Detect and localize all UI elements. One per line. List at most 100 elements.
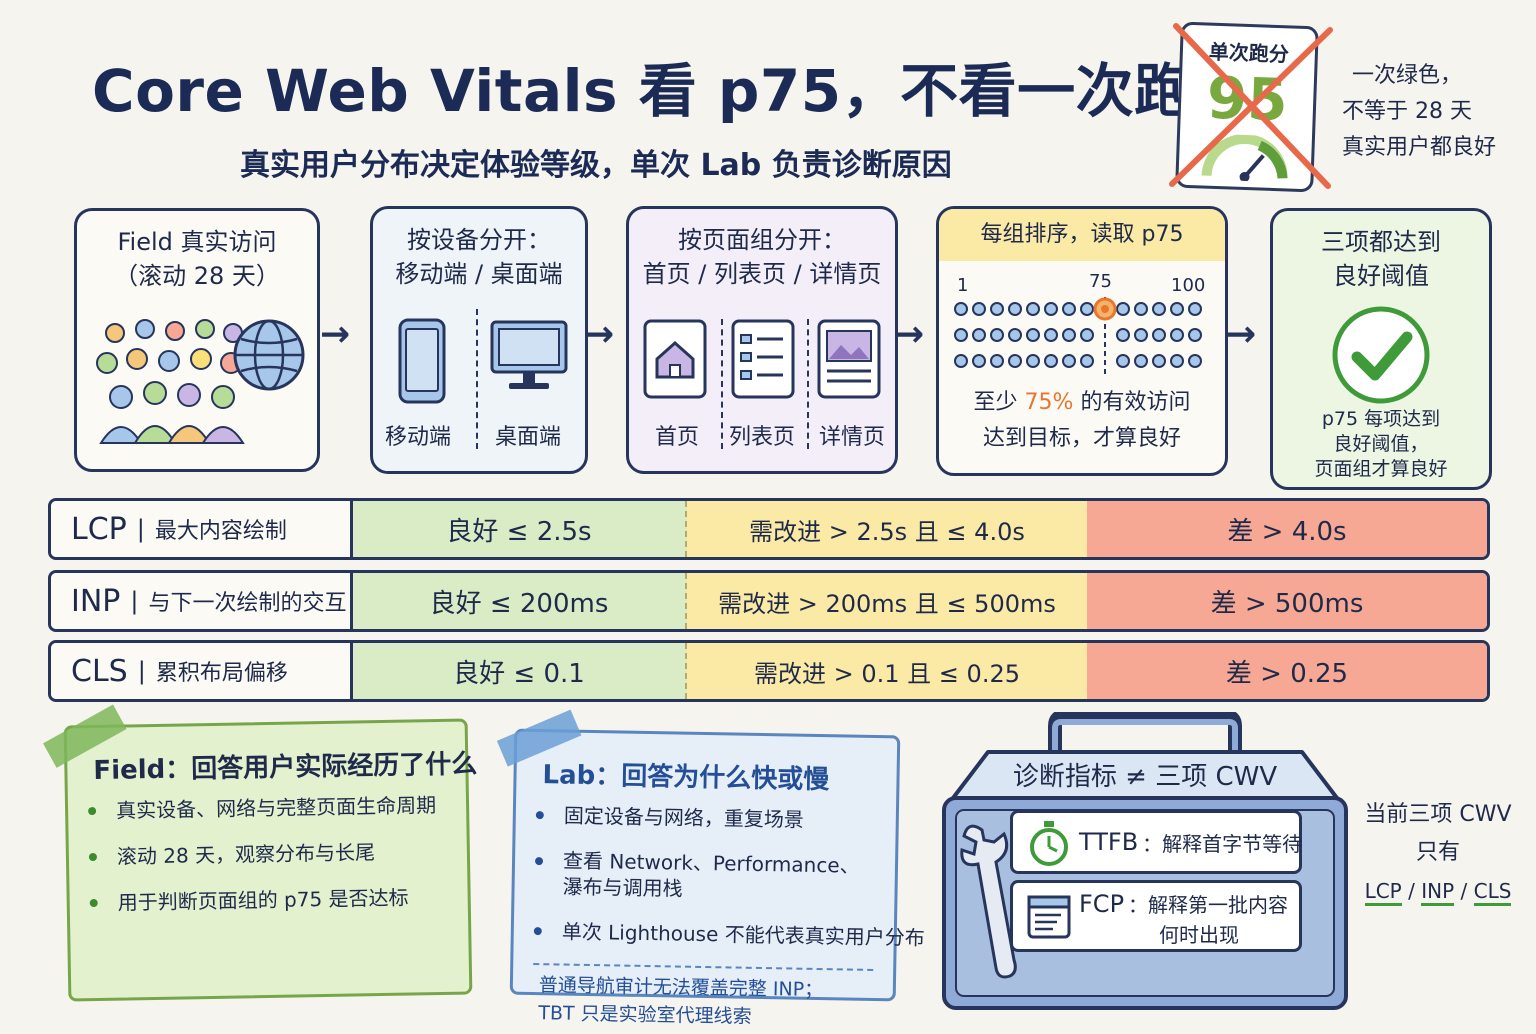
distribution-dot <box>954 302 968 316</box>
distribution-dot <box>1134 354 1148 368</box>
distribution-dot <box>1188 302 1202 316</box>
distribution-dot <box>1188 328 1202 342</box>
p75-description: 至少 75% 的有效访问 达到目标，才算良好 <box>973 390 1191 451</box>
list-item: 真实设备、网络与完整页面生命周期 <box>102 791 466 825</box>
cwv-list: LCP / INP / CLS <box>1360 872 1516 910</box>
detail-label: 详情页 <box>819 425 886 450</box>
monitor-icon <box>490 320 568 389</box>
distribution-dot <box>990 354 1004 368</box>
distribution-dot <box>1026 302 1040 316</box>
distribution-dot <box>1170 328 1184 342</box>
metric-row-lcp: LCP | 最大内容绘制 良好 ≤ 2.5s 需改进 > 2.5s 且 ≤ 4.… <box>48 498 1490 560</box>
device-split-title: 按设备分开： 移动端 / 桌面端 <box>395 226 563 288</box>
tick-min: 1 <box>957 275 969 296</box>
people-icon <box>96 319 245 444</box>
ttfb-key: TTFB <box>1079 828 1139 856</box>
good-threshold: 良好 ≤ 0.1 <box>353 643 687 699</box>
distribution-dot <box>990 328 1004 342</box>
pass-description: p75 每项达到 良好阈值， 页面组才算良好 <box>1314 408 1448 480</box>
pass-box: 三项都达到 良好阈值 p75 每项达到 良好阈值， 页面组才算良好 <box>1270 208 1492 490</box>
distribution-dot <box>1008 328 1022 342</box>
fcp-text: FCP：解释第一批内容 何时出现 <box>1079 890 1289 947</box>
field-note-title: Field：回答用户实际经历了什么 <box>93 749 478 787</box>
needs-improvement-threshold: 需改进 > 0.1 且 ≤ 0.25 <box>687 643 1087 699</box>
tick-max: 100 <box>1171 275 1206 296</box>
field-visits-title: Field 真实访问 （滚动 28 天） <box>114 228 280 290</box>
distribution-dot <box>1116 354 1130 368</box>
mobile-label: 移动端 <box>385 425 452 450</box>
distribution-dot <box>1062 302 1076 316</box>
distribution-dots <box>954 297 1202 377</box>
needs-improvement-threshold: 需改进 > 200ms 且 ≤ 500ms <box>687 573 1087 629</box>
distribution-dot <box>1170 302 1184 316</box>
distribution-dot <box>1026 354 1040 368</box>
metric-name: CLS | 累积布局偏移 <box>51 643 353 699</box>
globe-icon <box>233 319 305 391</box>
distribution-dot <box>1116 302 1130 316</box>
distribution-dot <box>1134 328 1148 342</box>
score-card: 单次跑分 95 <box>1175 21 1319 193</box>
p75-marker-center <box>1101 305 1109 313</box>
gauge-icon <box>1201 133 1288 182</box>
home-label: 首页 <box>655 425 700 450</box>
distribution-dot <box>1188 354 1202 368</box>
poor-threshold: 差 > 0.25 <box>1087 643 1487 699</box>
cross-out-mark <box>1169 23 1333 189</box>
lab-note-list: 固定设备与网络，重复场景 查看 Network、Performance、 瀑布与… <box>514 801 925 952</box>
cwv-note: 当前三项 CWV 只有 LCP / INP / CLS <box>1360 796 1516 910</box>
distribution-dot <box>1116 328 1130 342</box>
stopwatch-icon <box>1030 821 1068 866</box>
distribution-dot <box>1044 354 1058 368</box>
good-threshold: 良好 ≤ 2.5s <box>353 501 687 557</box>
poor-threshold: 差 > 500ms <box>1087 573 1487 629</box>
distribution-dot <box>972 328 986 342</box>
ttfb-desc: ：解释首字节等待 <box>1142 831 1303 856</box>
distribution-dot <box>972 354 986 368</box>
distribution-dot <box>1170 354 1184 368</box>
list-item: 滚动 28 天，观察分布与长尾 <box>103 837 467 871</box>
lab-note-title: Lab：回答为什么快或慢 <box>542 760 830 796</box>
flow-arrow-1: → <box>320 314 351 355</box>
page-title: Core Web Vitals 看 p75，不看一次跑分 <box>92 57 1252 125</box>
list-page-icon <box>731 319 795 399</box>
distribution-dot <box>1062 354 1076 368</box>
field-note-list: 真实设备、网络与完整页面生命周期 滚动 28 天，观察分布与长尾 用于判断页面组… <box>68 791 468 918</box>
field-visits-box: Field 真实访问 （滚动 28 天） <box>74 208 320 472</box>
distribution-dot <box>1152 328 1166 342</box>
browser-window-icon <box>1027 895 1071 939</box>
lab-note: Lab：回答为什么快或慢 固定设备与网络，重复场景 查看 Network、Per… <box>496 709 925 1028</box>
distribution-dot <box>972 302 986 316</box>
flow-arrow-3: → <box>894 314 925 355</box>
desktop-label: 桌面端 <box>495 425 562 450</box>
distribution-dot <box>954 328 968 342</box>
field-note: Field：回答用户实际经历了什么 真实设备、网络与完整页面生命周期 滚动 28… <box>43 704 478 1002</box>
ttfb-row: TTFB ：解释首字节等待 <box>1010 810 1302 874</box>
distribution-dot <box>1062 328 1076 342</box>
tick-75: 75 <box>1089 271 1112 292</box>
phone-icon <box>398 318 446 404</box>
good-threshold: 良好 ≤ 200ms <box>353 573 687 629</box>
metric-row-inp: INP | 与下一次绘制的交互 良好 ≤ 200ms 需改进 > 200ms 且… <box>48 570 1490 632</box>
page-group-title: 按页面组分开： 首页 / 列表页 / 详情页 <box>642 226 882 288</box>
list-item: 查看 Network、Performance、 瀑布与调用栈 <box>548 847 895 905</box>
flow-arrow-2: → <box>584 314 615 355</box>
wrench-icon <box>960 824 1017 979</box>
distribution-dot <box>1152 302 1166 316</box>
distribution-dot <box>1080 354 1094 368</box>
distribution-dot <box>1044 328 1058 342</box>
toolbox-title: 诊断指标 ≠ 三项 CWV <box>1012 762 1278 792</box>
poor-threshold: 差 > 4.0s <box>1087 501 1487 557</box>
distribution-dot <box>1026 328 1040 342</box>
detail-page-icon <box>817 319 881 399</box>
distribution-dot <box>1080 328 1094 342</box>
score-note: 一次绿色， 不等于 28 天 真实用户都良好 <box>1342 63 1497 160</box>
page-subtitle: 真实用户分布决定体验等级，单次 Lab 负责诊断原因 <box>240 148 952 183</box>
fcp-row: FCP：解释第一批内容 何时出现 <box>1010 880 1302 952</box>
distribution-dot <box>1044 302 1058 316</box>
distribution-dot <box>954 354 968 368</box>
distribution-dot <box>1080 302 1094 316</box>
home-icon <box>643 319 707 399</box>
metric-name: INP | 与下一次绘制的交互 <box>51 573 353 629</box>
list-label: 列表页 <box>729 425 796 450</box>
flow-arrow-4: → <box>1226 314 1257 355</box>
